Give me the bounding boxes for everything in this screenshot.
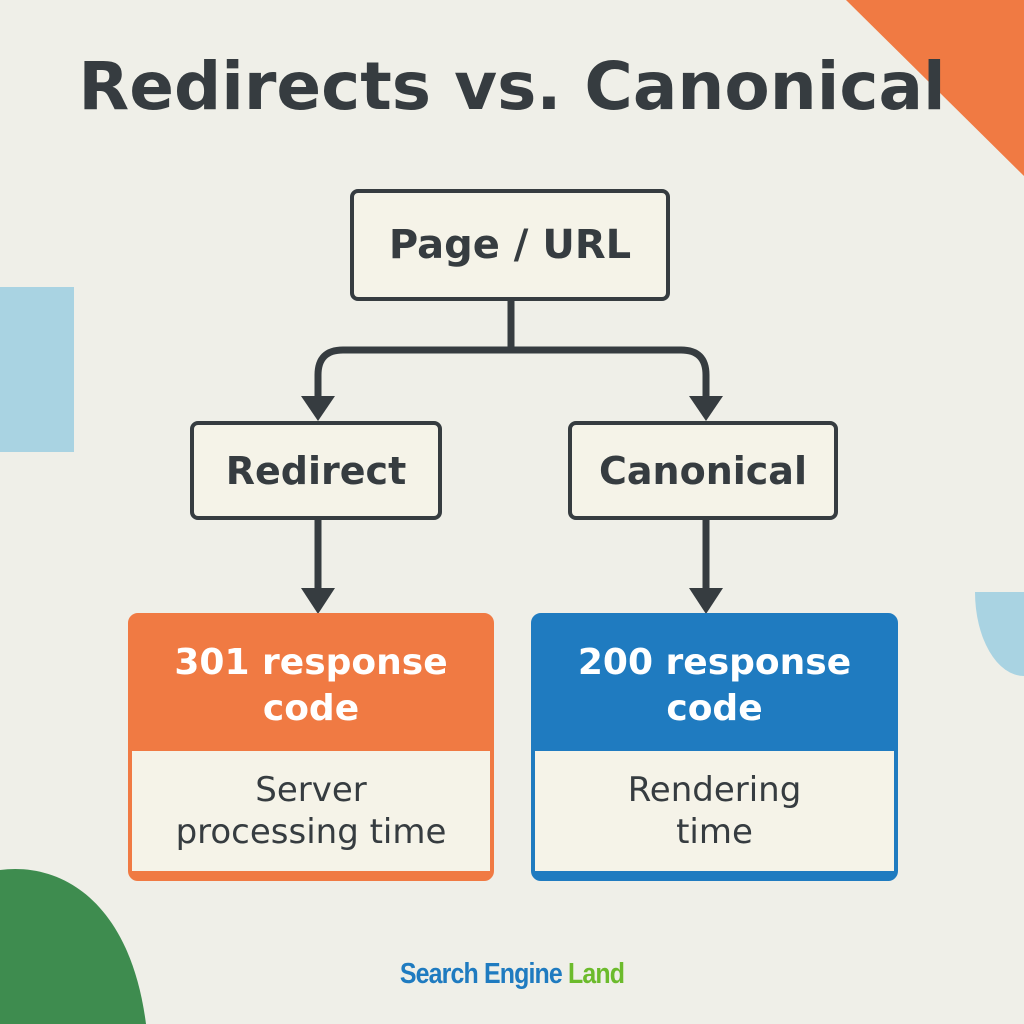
logo-word-engine: Engine [483,958,563,990]
card-canonical-outcome: 200 response code Rendering time [531,613,898,881]
node-redirect-label: Redirect [225,448,407,493]
arrowhead-canonical-card [689,588,723,614]
green-blob-shape [0,868,146,1024]
card-canonical-cost: Rendering time [535,751,894,871]
card-redirect-response-code: 301 response code [132,617,490,751]
card-redirect-cost: Server processing time [132,751,490,871]
light-blue-half-circle-shape [975,592,1024,676]
logo-word-land: Land [568,958,625,990]
node-page-url: Page / URL [350,189,670,301]
search-engine-land-logo: Search Engine Land [72,958,953,991]
arrowhead-canonical [689,396,723,421]
node-page-url-label: Page / URL [388,222,632,268]
light-blue-block-shape [0,287,74,452]
logo-word-search: Search [399,958,479,990]
arrowhead-redirect-card [301,588,335,614]
node-canonical: Canonical [568,421,838,520]
branch-right-line [511,346,710,398]
branch-left-line [314,346,511,398]
page-title: Redirects vs. Canonical [78,48,946,125]
orange-corner-shape [846,0,1024,176]
card-canonical-response-code: 200 response code [535,617,894,751]
node-canonical-label: Canonical [599,448,807,493]
node-redirect: Redirect [190,421,442,520]
arrowhead-redirect [301,396,335,421]
card-redirect-outcome: 301 response code Server processing time [128,613,494,881]
